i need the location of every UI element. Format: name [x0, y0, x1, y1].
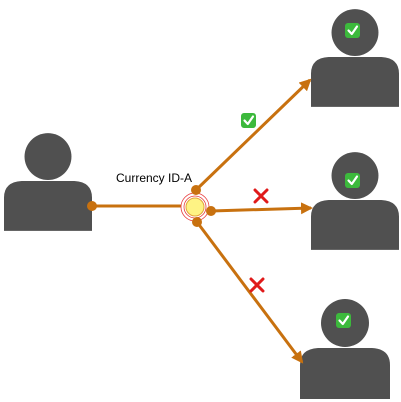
- recipient-middle-check-icon: [345, 173, 360, 188]
- recipient-top-check-icon: [345, 23, 360, 38]
- edge-top-check-icon: [241, 113, 256, 128]
- incoming-edge-endpoint: [87, 201, 97, 211]
- node-port-bottom: [192, 217, 202, 227]
- edge-to-recipient-bottom: [195, 221, 304, 364]
- currency-node-label: Currency ID-A: [116, 171, 192, 185]
- edge-bottom-cross-icon: [249, 277, 265, 293]
- edge-middle-cross-icon: [253, 188, 269, 204]
- sender-person-icon: [4, 133, 92, 231]
- recipient-bottom-check-icon: [336, 313, 351, 328]
- currency-node: [180, 192, 210, 222]
- node-port-top: [191, 185, 201, 195]
- edge-to-recipient-top: [194, 78, 312, 192]
- node-port-middle: [206, 206, 216, 216]
- edge-to-recipient-middle: [210, 202, 313, 215]
- recipient-middle-person-icon: [311, 152, 399, 250]
